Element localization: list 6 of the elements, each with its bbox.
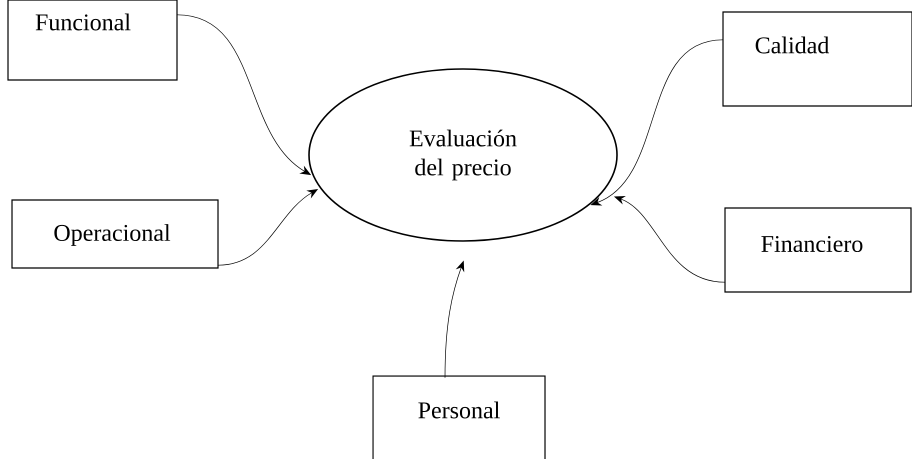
process-box: Financiero — [724, 207, 912, 293]
process-box: Calidad — [722, 11, 912, 107]
process-box: Funcional — [7, 0, 178, 81]
ellipse-node: Evaluación del precio — [308, 68, 618, 242]
process-box: Operacional — [11, 199, 219, 269]
process-box: Personal — [372, 375, 546, 459]
